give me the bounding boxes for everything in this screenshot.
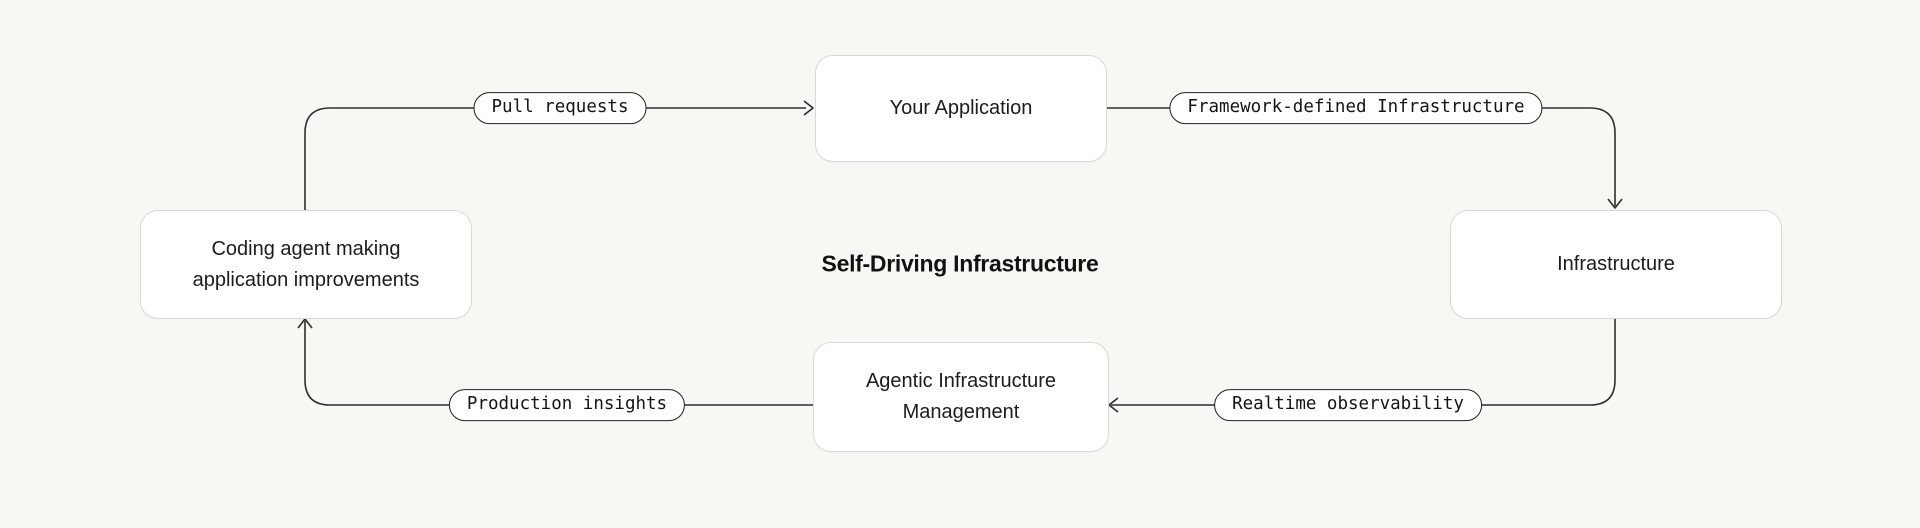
node-infrastructure: Infrastructure	[1450, 210, 1782, 319]
node-infrastructure-label: Infrastructure	[1557, 253, 1675, 275]
arrowhead-down-icon	[1607, 198, 1623, 209]
node-agentic-management-label: Agentic Infrastructure Management	[865, 370, 1057, 423]
edge-production-insights-line	[304, 321, 813, 406]
arrowhead-up-icon	[297, 318, 313, 329]
edge-label-framework-defined-infrastructure: Framework-defined Infrastructure	[1169, 92, 1543, 124]
diagram-title: Self-Driving Infrastructure	[821, 250, 1099, 277]
arrowhead-left-icon	[1108, 397, 1119, 413]
node-your-application: Your Application	[815, 55, 1107, 162]
edge-realtime-observability-line	[1111, 317, 1616, 406]
edge-framework-defined-line	[1105, 107, 1616, 206]
edge-label-realtime-observability: Realtime observability	[1214, 389, 1482, 421]
node-coding-agent-label: Coding agent making application improvem…	[192, 237, 420, 291]
edge-label-pull-requests: Pull requests	[473, 92, 647, 124]
arrowhead-right-icon	[803, 100, 814, 116]
edge-pull-requests-line	[304, 107, 806, 210]
node-your-application-label: Your Application	[889, 97, 1033, 119]
node-agentic-management: Agentic Infrastructure Management	[813, 342, 1109, 452]
node-coding-agent: Coding agent making application improvem…	[140, 210, 472, 319]
edge-label-production-insights: Production insights	[448, 389, 686, 421]
